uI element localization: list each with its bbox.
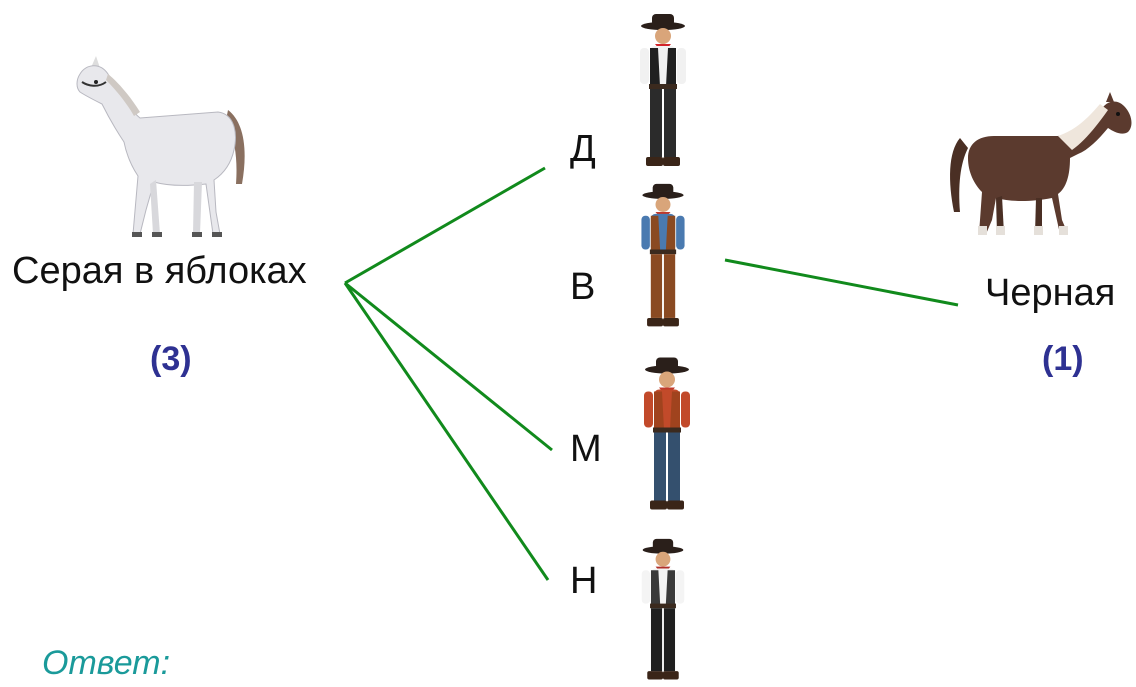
black-horse-image: [950, 92, 1132, 235]
cowboy-right-arm: [681, 391, 690, 428]
cowboy-left-leg: [650, 89, 662, 157]
cowboy-left-boot: [646, 157, 663, 166]
grey-horse-count: (3): [150, 340, 192, 378]
link-grey-to-d: [344, 166, 546, 285]
cowboy-belt: [649, 249, 677, 255]
cowboy-right-leg: [663, 254, 676, 318]
hat-crown: [656, 357, 678, 370]
cowboy-head: [655, 28, 671, 44]
cowboy-left-leg: [650, 608, 663, 672]
cowboy-right-boot: [663, 317, 679, 327]
cowboy-right-boot: [663, 671, 679, 680]
cowboy-n-image: [641, 538, 685, 680]
cowboy-right-boot: [667, 500, 684, 510]
cowboy-belt: [649, 84, 677, 89]
cowboy-left-boot: [647, 317, 663, 327]
cowboy-vest: [650, 48, 676, 86]
answer-label: Ответ:: [42, 644, 171, 682]
hat-crown: [652, 538, 674, 550]
cowboy-head: [655, 197, 671, 212]
cowboy-belt: [650, 603, 676, 609]
link-grey-to-m: [344, 281, 553, 452]
cowboy-head: [659, 371, 675, 388]
cowboy-vest: [650, 215, 676, 252]
cowboy-letter-n: Н: [570, 560, 598, 602]
cowboy-left-arm: [641, 570, 651, 604]
cowboy-right-arm: [677, 48, 686, 84]
cowboy-vest: [650, 570, 676, 606]
cowboy-left-arm: [644, 391, 653, 428]
cowboy-left-arm: [640, 48, 649, 84]
cowboy-vest: [654, 391, 680, 430]
hat-crown: [652, 183, 674, 196]
black-horse-label: Черная: [985, 272, 1116, 314]
link-black-to-v: [724, 258, 959, 307]
cowboy-v-image: [641, 183, 685, 327]
hat-crown: [652, 14, 674, 26]
link-grey-to-n: [343, 282, 550, 581]
cowboy-m-image: [644, 357, 690, 510]
cowboy-right-boot: [663, 157, 680, 166]
cowboy-letter-d: Д: [570, 128, 596, 170]
cowboy-letter-m: М: [570, 428, 602, 470]
cowboy-right-leg: [668, 432, 680, 501]
cowboy-belt: [653, 427, 681, 433]
cowboy-left-boot: [647, 671, 663, 680]
cowboy-left-boot: [650, 500, 667, 510]
cowboy-right-leg: [663, 608, 676, 672]
black-horse-count: (1): [1042, 340, 1084, 378]
grey-horse-image: [76, 56, 245, 237]
cowboy-letter-v: В: [570, 266, 596, 308]
cowboy-right-arm: [676, 215, 685, 250]
cowboy-d-image: [640, 14, 686, 166]
cowboy-right-leg: [664, 89, 676, 157]
cowboy-left-arm: [641, 215, 650, 250]
cowboy-right-arm: [675, 570, 685, 604]
cowboy-head: [655, 551, 671, 567]
cowboy-left-leg: [650, 254, 663, 318]
cowboy-left-leg: [654, 432, 666, 501]
grey-horse-label: Серая в яблоках: [12, 250, 307, 292]
hat-brim: [642, 546, 684, 554]
